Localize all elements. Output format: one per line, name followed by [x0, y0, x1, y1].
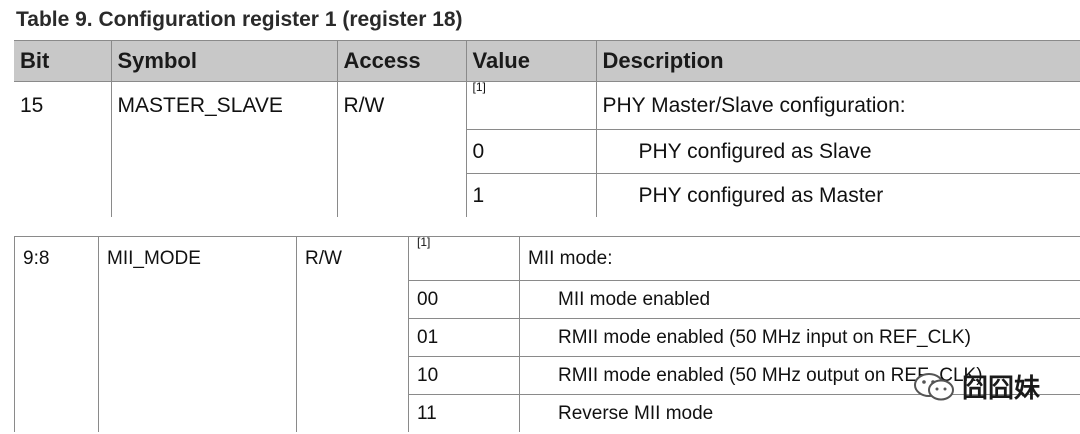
footnote-ref: [1] [417, 236, 431, 250]
value-cell: [1] [465, 81, 596, 130]
value-cell: [1] [408, 236, 520, 281]
table-row: 10 RMII mode enabled (50 MHz output on R… [14, 356, 1080, 395]
value-cell: 01 [408, 318, 520, 357]
register-table-2: 9:8 MII_MODE R/W [1] MII mode: 00 MII mo… [14, 236, 1080, 432]
wechat-icon [914, 372, 954, 400]
table-row: 0 PHY configured as Slave [14, 129, 1080, 174]
description-cell: PHY Master/Slave configuration: [595, 81, 1080, 130]
table-row: 01 RMII mode enabled (50 MHz input on RE… [14, 318, 1080, 357]
table-row: 15 MASTER_SLAVE R/W [1] PHY Master/Slave… [14, 81, 1080, 130]
header-access: Access [336, 40, 467, 82]
access-cell: R/W [336, 81, 466, 130]
table-row: 1 PHY configured as Master [14, 173, 1080, 217]
bit-cell: 15 [14, 81, 111, 130]
table-title: Table 9. Configuration register 1 (regis… [16, 8, 463, 31]
table-row: 11 Reverse MII mode [14, 394, 1080, 432]
description-cell: MII mode enabled [519, 280, 1080, 319]
description-cell: MII mode: [519, 236, 1080, 281]
value-cell: 00 [408, 280, 520, 319]
watermark-text: 囧囧妹 [962, 373, 1041, 403]
description-cell: RMII mode enabled (50 MHz input on REF_C… [519, 318, 1080, 357]
value-cell: 11 [408, 394, 520, 432]
table-row: 00 MII mode enabled [14, 280, 1080, 319]
register-table-1: Bit Symbol Access Value Description 15 M… [14, 40, 1080, 217]
footnote-ref: [1] [472, 81, 486, 95]
description-cell: Reverse MII mode [519, 394, 1080, 432]
value-cell: 1 [465, 173, 596, 217]
watermark: 囧囧妹 [912, 368, 1040, 405]
header-symbol: Symbol [110, 40, 338, 82]
description-cell: RMII mode enabled (50 MHz output on REF_… [519, 356, 1080, 395]
value-cell: 10 [408, 356, 520, 395]
symbol-cell: MASTER_SLAVE [110, 81, 337, 130]
symbol-cell: MII_MODE [98, 236, 297, 281]
description-cell: PHY configured as Master [595, 173, 1080, 217]
access-cell: R/W [296, 236, 409, 281]
value-cell: 0 [465, 129, 596, 174]
header-bit: Bit [14, 40, 112, 82]
bit-cell: 9:8 [14, 236, 99, 281]
description-cell: PHY configured as Slave [595, 129, 1080, 174]
table-row: 9:8 MII_MODE R/W [1] MII mode: [14, 236, 1080, 281]
table-header-row: Bit Symbol Access Value Description [14, 40, 1080, 82]
header-value: Value [465, 40, 597, 82]
header-description: Description [595, 40, 1080, 82]
